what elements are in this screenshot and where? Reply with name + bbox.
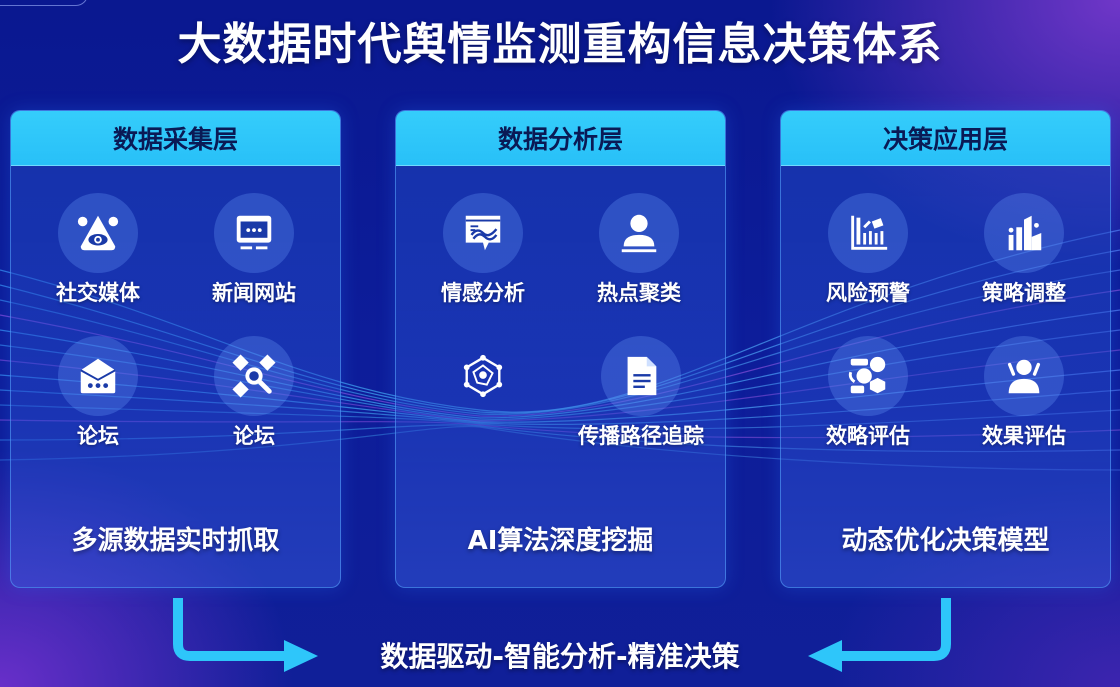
- bar-chart-icon: [828, 193, 908, 273]
- document-icon: [601, 336, 681, 416]
- panel-header: 决策应用层: [781, 111, 1110, 166]
- panel-header: 数据分析层: [396, 111, 725, 166]
- item-label: 热点聚类: [597, 281, 681, 305]
- monitor-icon: [214, 193, 294, 273]
- corner-tab-decoration: [0, 0, 88, 6]
- item-sentiment-analysis[interactable]: 情感分析: [418, 193, 548, 307]
- item-risk-warning[interactable]: 风险预警: [803, 193, 933, 307]
- panel-data-collection: 数据采集层 社交媒体 新闻网站 论坛 论坛 多源数据实时抓取: [10, 110, 341, 588]
- item-label: 论坛: [233, 424, 275, 448]
- user-icon: [599, 193, 679, 273]
- item-label: 新闻网站: [212, 281, 296, 305]
- arrow-right-icon: [173, 598, 318, 672]
- page-title: 大数据时代舆情监测重构信息决策体系: [177, 19, 943, 70]
- chat-wave-icon: [443, 193, 523, 273]
- bottom-caption: 数据驱动-智能分析-精准决策: [380, 640, 740, 673]
- item-label: 策略调整: [982, 281, 1066, 305]
- panel-decision-application: 决策应用层 风险预警 策略调整 效略评估 效果评估 动态优化决策模型: [780, 110, 1111, 588]
- item-propagation-tracking[interactable]: 传播路径追踪: [566, 336, 716, 450]
- item-strategy-evaluation[interactable]: 效略评估: [803, 336, 933, 450]
- item-label: 效略评估: [826, 424, 910, 448]
- envelope-icon: [58, 336, 138, 416]
- network-search-icon: [214, 336, 294, 416]
- panel-footer: 动态优化决策模型: [841, 526, 1050, 556]
- item-news-sites[interactable]: 新闻网站: [189, 193, 319, 307]
- item-social-media[interactable]: 社交媒体: [33, 193, 163, 307]
- panel-footer: AI算法深度挖掘: [467, 526, 654, 556]
- item-strategy-adjustment[interactable]: 策略调整: [959, 193, 1089, 307]
- item-label: 效果评估: [982, 424, 1066, 448]
- item-network-model[interactable]: [418, 336, 548, 420]
- panel-data-analysis: 数据分析层 情感分析 热点聚类 传播路径追踪 AI算法深度挖掘: [395, 110, 726, 588]
- user-cheer-icon: [984, 336, 1064, 416]
- eye-triangle-icon: [58, 193, 138, 273]
- shapes-icon: [828, 336, 908, 416]
- item-forum-2[interactable]: 论坛: [189, 336, 319, 450]
- item-effect-evaluation[interactable]: 效果评估: [959, 336, 1089, 450]
- arrow-left-icon: [808, 598, 951, 672]
- panel-footer: 多源数据实时抓取: [71, 526, 280, 556]
- item-label: 论坛: [77, 424, 119, 448]
- item-label: 风险预警: [826, 281, 910, 305]
- item-label: 情感分析: [441, 281, 525, 305]
- buildings-chart-icon: [984, 193, 1064, 273]
- hexagon-network-icon: [443, 336, 523, 416]
- item-label: 传播路径追踪: [578, 424, 704, 448]
- panel-header: 数据采集层: [11, 111, 340, 166]
- item-label: 社交媒体: [56, 281, 140, 305]
- item-hotspot-clustering[interactable]: 热点聚类: [574, 193, 704, 307]
- item-forum-1[interactable]: 论坛: [33, 336, 163, 450]
